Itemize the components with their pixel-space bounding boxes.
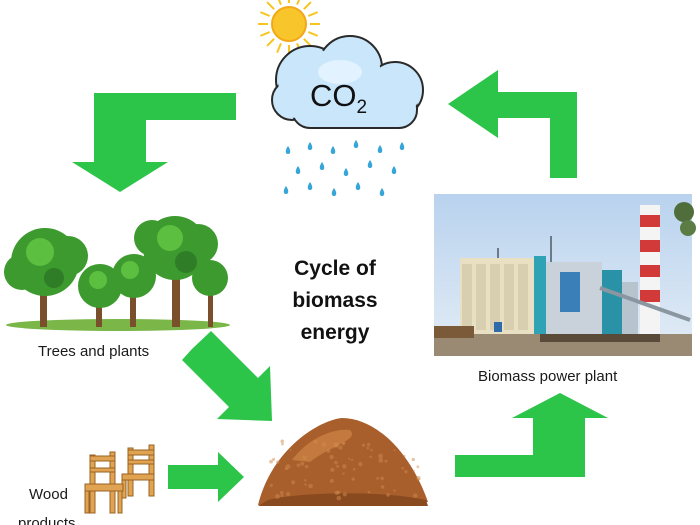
cloud-icon <box>271 35 424 129</box>
wood-products-label-line-1: Wood <box>29 486 68 503</box>
tree-icon <box>4 216 230 331</box>
title-line-2: biomass <box>292 289 378 312</box>
arrow-biomass-to-plant <box>455 393 608 477</box>
arrow-plant-to-cloud <box>448 70 577 178</box>
title-line-1: Cycle of <box>294 257 376 280</box>
title-line-3: energy <box>300 321 370 344</box>
arrow-cloud-to-trees <box>72 93 236 192</box>
arrow-trees-to-biomass <box>182 331 272 421</box>
power-plant-icon <box>434 194 696 356</box>
diagram-title: Cycle of biomass energy <box>270 253 400 349</box>
rain-drops-icon <box>283 140 405 196</box>
sun-icon <box>258 0 320 55</box>
arrow-wood-to-biomass <box>168 452 244 502</box>
wood-products-label-line-2: products <box>18 515 76 525</box>
power-plant-label: Biomass power plant <box>478 368 618 385</box>
co2-label: CO2 <box>310 78 368 119</box>
trees-label: Trees and plants <box>38 343 150 360</box>
chair-icon <box>84 444 155 514</box>
biomass-pile-icon <box>258 418 428 506</box>
